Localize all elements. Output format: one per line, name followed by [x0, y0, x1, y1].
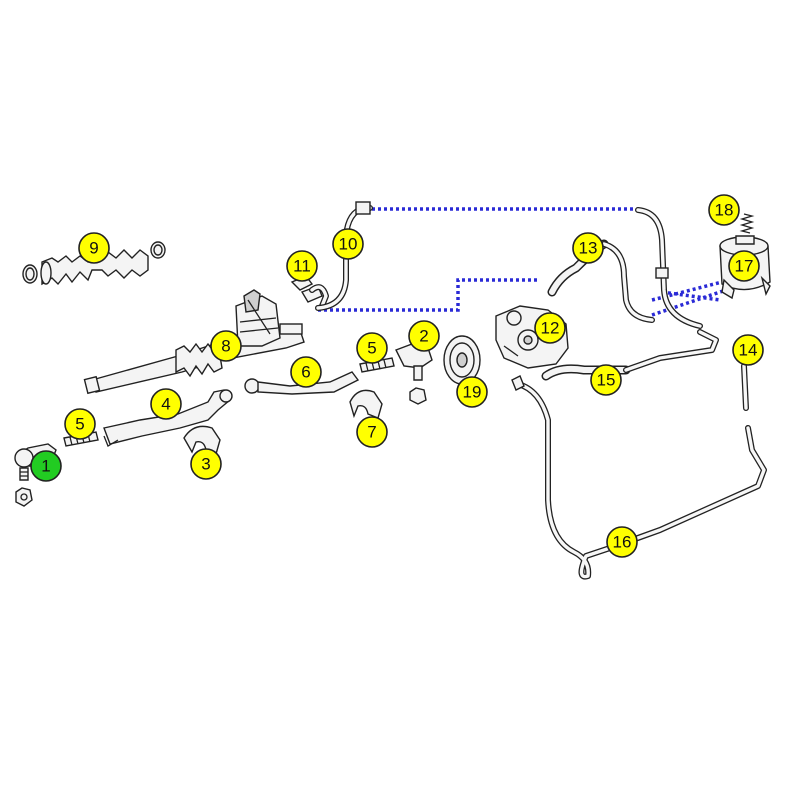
callout-10-circle	[332, 228, 364, 260]
callout-13-circle	[572, 232, 604, 264]
callout-14[interactable]: 14	[732, 334, 764, 366]
callout-15-circle	[590, 364, 622, 396]
callout-15[interactable]: 15	[590, 364, 622, 396]
callout-13[interactable]: 13	[572, 232, 604, 264]
callout-15-label: 15	[597, 371, 616, 390]
reservoir-spring-part	[739, 213, 755, 234]
callout-2-label: 2	[419, 327, 428, 346]
callout-16-label: 16	[613, 533, 632, 552]
callout-5-left-label: 5	[75, 415, 84, 434]
callout-13-label: 13	[579, 239, 598, 258]
callout-19-circle	[456, 376, 488, 408]
cooler-line-part	[511, 375, 767, 580]
callout-18[interactable]: 18	[708, 194, 740, 226]
callout-16[interactable]: 16	[606, 526, 638, 558]
callout-5-left[interactable]: 5	[64, 408, 96, 440]
callout-6[interactable]: 6	[290, 356, 322, 388]
callout-2-circle	[408, 320, 440, 352]
callout-8-label: 8	[221, 337, 230, 356]
steering-boot-part	[22, 241, 166, 286]
callout-6-circle	[290, 356, 322, 388]
callout-8-circle	[210, 330, 242, 362]
callout-5-right[interactable]: 5	[356, 332, 388, 364]
callout-12-label: 12	[541, 319, 560, 338]
mounting-bracket-part-right	[349, 389, 383, 419]
callout-5-right-circle	[356, 332, 388, 364]
callout-12[interactable]: 12	[534, 312, 566, 344]
callout-4-circle	[150, 388, 182, 420]
callout-8[interactable]: 8	[210, 330, 242, 362]
callout-10[interactable]: 10	[332, 228, 364, 260]
callout-1-circle	[30, 450, 62, 482]
callout-14-label: 14	[739, 341, 758, 360]
callout-4-label: 4	[161, 395, 170, 414]
cooler-tube-part	[741, 363, 749, 411]
callout-14-circle	[732, 334, 764, 366]
callout-9-circle	[78, 232, 110, 264]
callout-18-circle	[708, 194, 740, 226]
callout-17-label: 17	[735, 257, 754, 276]
callout-3[interactable]: 3	[190, 448, 222, 480]
callout-6-label: 6	[301, 363, 310, 382]
callout-11-circle	[286, 250, 318, 282]
callout-10-label: 10	[339, 235, 358, 254]
callout-11-label: 11	[293, 257, 311, 276]
callout-19[interactable]: 19	[456, 376, 488, 408]
callout-9-label: 9	[89, 239, 98, 258]
callout-16-circle	[606, 526, 638, 558]
callout-group: 1 2 3 4 5 5 6 7	[30, 194, 764, 558]
callout-9[interactable]: 9	[78, 232, 110, 264]
callout-7-circle	[356, 416, 388, 448]
callout-3-circle	[190, 448, 222, 480]
callout-12-circle	[534, 312, 566, 344]
callout-5-left-circle	[64, 408, 96, 440]
callout-1[interactable]: 1	[30, 450, 62, 482]
callout-19-label: 19	[463, 383, 482, 402]
reservoir-hose-part	[547, 239, 655, 323]
callout-7[interactable]: 7	[356, 416, 388, 448]
callout-1-label: 1	[41, 457, 50, 476]
callout-18-label: 18	[715, 201, 734, 220]
callout-4[interactable]: 4	[150, 388, 182, 420]
callout-3-label: 3	[201, 455, 210, 474]
tie-rod-end-part-right	[395, 343, 433, 405]
callout-17[interactable]: 17	[728, 250, 760, 282]
inner-tie-rod-part	[244, 371, 360, 395]
callout-11[interactable]: 11	[286, 250, 318, 282]
pump-pulley-part	[443, 335, 481, 385]
callout-2[interactable]: 2	[408, 320, 440, 352]
steering-rack-part	[83, 289, 305, 395]
callout-7-label: 7	[367, 423, 376, 442]
return-tube-part	[635, 207, 703, 329]
callout-5-right-label: 5	[367, 339, 376, 358]
supply-hose-part	[541, 329, 719, 381]
callout-17-circle	[728, 250, 760, 282]
